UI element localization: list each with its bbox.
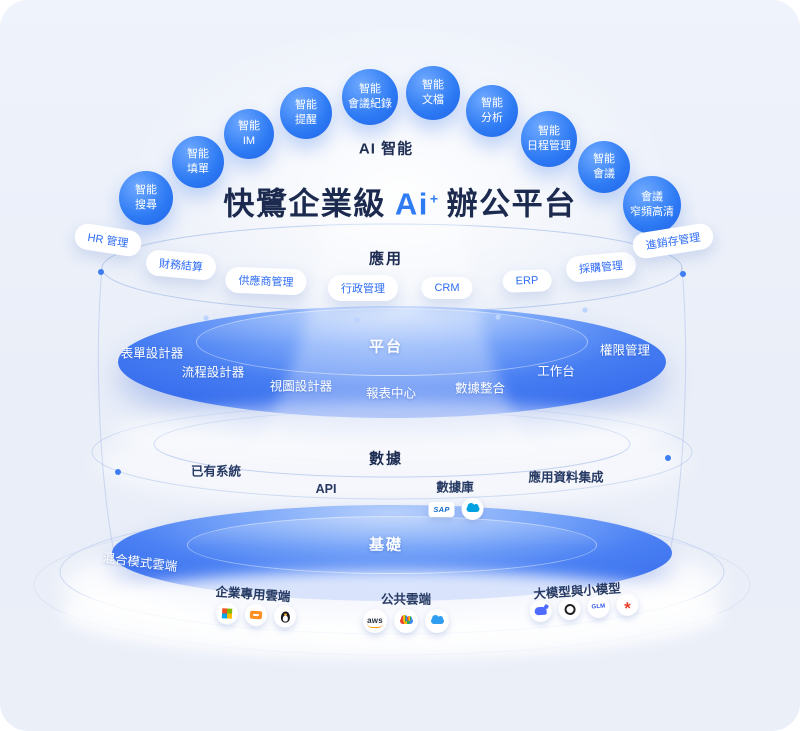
app-pill-supplier: 供應商管理 bbox=[225, 266, 307, 296]
data-item-app-integration: 應用資料集成 bbox=[528, 470, 604, 485]
deepseek-logo bbox=[528, 599, 553, 623]
openai-logo bbox=[557, 597, 582, 621]
ai-bubble-meeting-notes: 智能 會議紀錄 bbox=[342, 69, 398, 125]
title-ai-mark: Ai+ bbox=[394, 186, 440, 222]
foundation-inner-ring bbox=[187, 516, 597, 574]
platform-item-report-center: 報表中心 bbox=[365, 386, 417, 401]
ai-bubble-analytics: 智能 分析 bbox=[466, 85, 518, 137]
data-item-database: 數據庫 bbox=[436, 480, 474, 495]
aws-logo: aws bbox=[363, 609, 387, 633]
ai-bubble-docs: 智能 文檔 bbox=[406, 66, 460, 120]
sap-logo: SAP bbox=[428, 501, 455, 517]
application-layer-label: 應用 bbox=[368, 250, 404, 268]
database-logos-row: SAP bbox=[428, 498, 484, 520]
glm-logo: GLM bbox=[586, 595, 611, 619]
platform-item-data-integration: 數據整合 bbox=[454, 381, 506, 396]
microsoft-logo bbox=[215, 601, 239, 626]
spark-logo: * bbox=[615, 593, 640, 618]
app-pill-admin: 行政管理 bbox=[328, 275, 398, 301]
google-cloud-logo bbox=[394, 609, 418, 633]
cloud-vendor-logo bbox=[425, 609, 449, 633]
ai-bubble-schedule: 智能 日程管理 bbox=[521, 111, 577, 167]
platform-item-flow-designer: 流程設計器 bbox=[181, 365, 245, 380]
foundation-public-cloud-label: 公共雲端 bbox=[380, 592, 432, 607]
ai-bubble-forms: 智能 填單 bbox=[172, 136, 224, 188]
platform-item-form-designer: 表單設計器 bbox=[120, 346, 184, 361]
app-pill-erp: ERP bbox=[502, 269, 552, 293]
ai-bubble-search: 智能 搜尋 bbox=[119, 171, 173, 225]
platform-item-view-designer: 視圖設計器 bbox=[269, 379, 333, 394]
platform-layer-label: 平台 bbox=[368, 338, 404, 356]
app-pill-hr: HR 管理 bbox=[72, 221, 144, 259]
ai-layer-label: AI 智能 bbox=[358, 140, 414, 158]
app-pill-finance: 財務結算 bbox=[145, 248, 217, 282]
ai-bubble-meeting: 智能 會議 bbox=[578, 141, 630, 193]
app-pill-crm: CRM bbox=[421, 277, 473, 299]
data-item-existing-systems: 已有系統 bbox=[190, 464, 242, 479]
alibaba-cloud-logo bbox=[244, 603, 268, 627]
app-pill-purchase: 採購管理 bbox=[565, 250, 637, 284]
platform-item-workbench: 工作台 bbox=[537, 364, 575, 379]
data-layer-label: 數據 bbox=[368, 450, 404, 468]
platform-item-permissions: 權限管理 bbox=[599, 343, 651, 358]
data-item-api: API bbox=[315, 482, 337, 496]
private-cloud-logos-row bbox=[215, 601, 297, 629]
ai-bubble-reminder: 智能 提醒 bbox=[280, 87, 332, 139]
linux-logo bbox=[273, 604, 297, 629]
ai-bubble-im: 智能 IM bbox=[224, 109, 274, 159]
salesforce-logo bbox=[461, 498, 484, 520]
sparkle-icon: + bbox=[429, 190, 440, 207]
public-cloud-logos-row: aws bbox=[363, 609, 449, 633]
title-prefix: 快鷺企業級 bbox=[223, 186, 386, 222]
title-suffix: 辦公平台 bbox=[446, 186, 577, 222]
ai-bubble-hd-meeting: 會議 窄頻高清 bbox=[623, 176, 681, 234]
foundation-layer-label: 基礎 bbox=[368, 536, 404, 554]
